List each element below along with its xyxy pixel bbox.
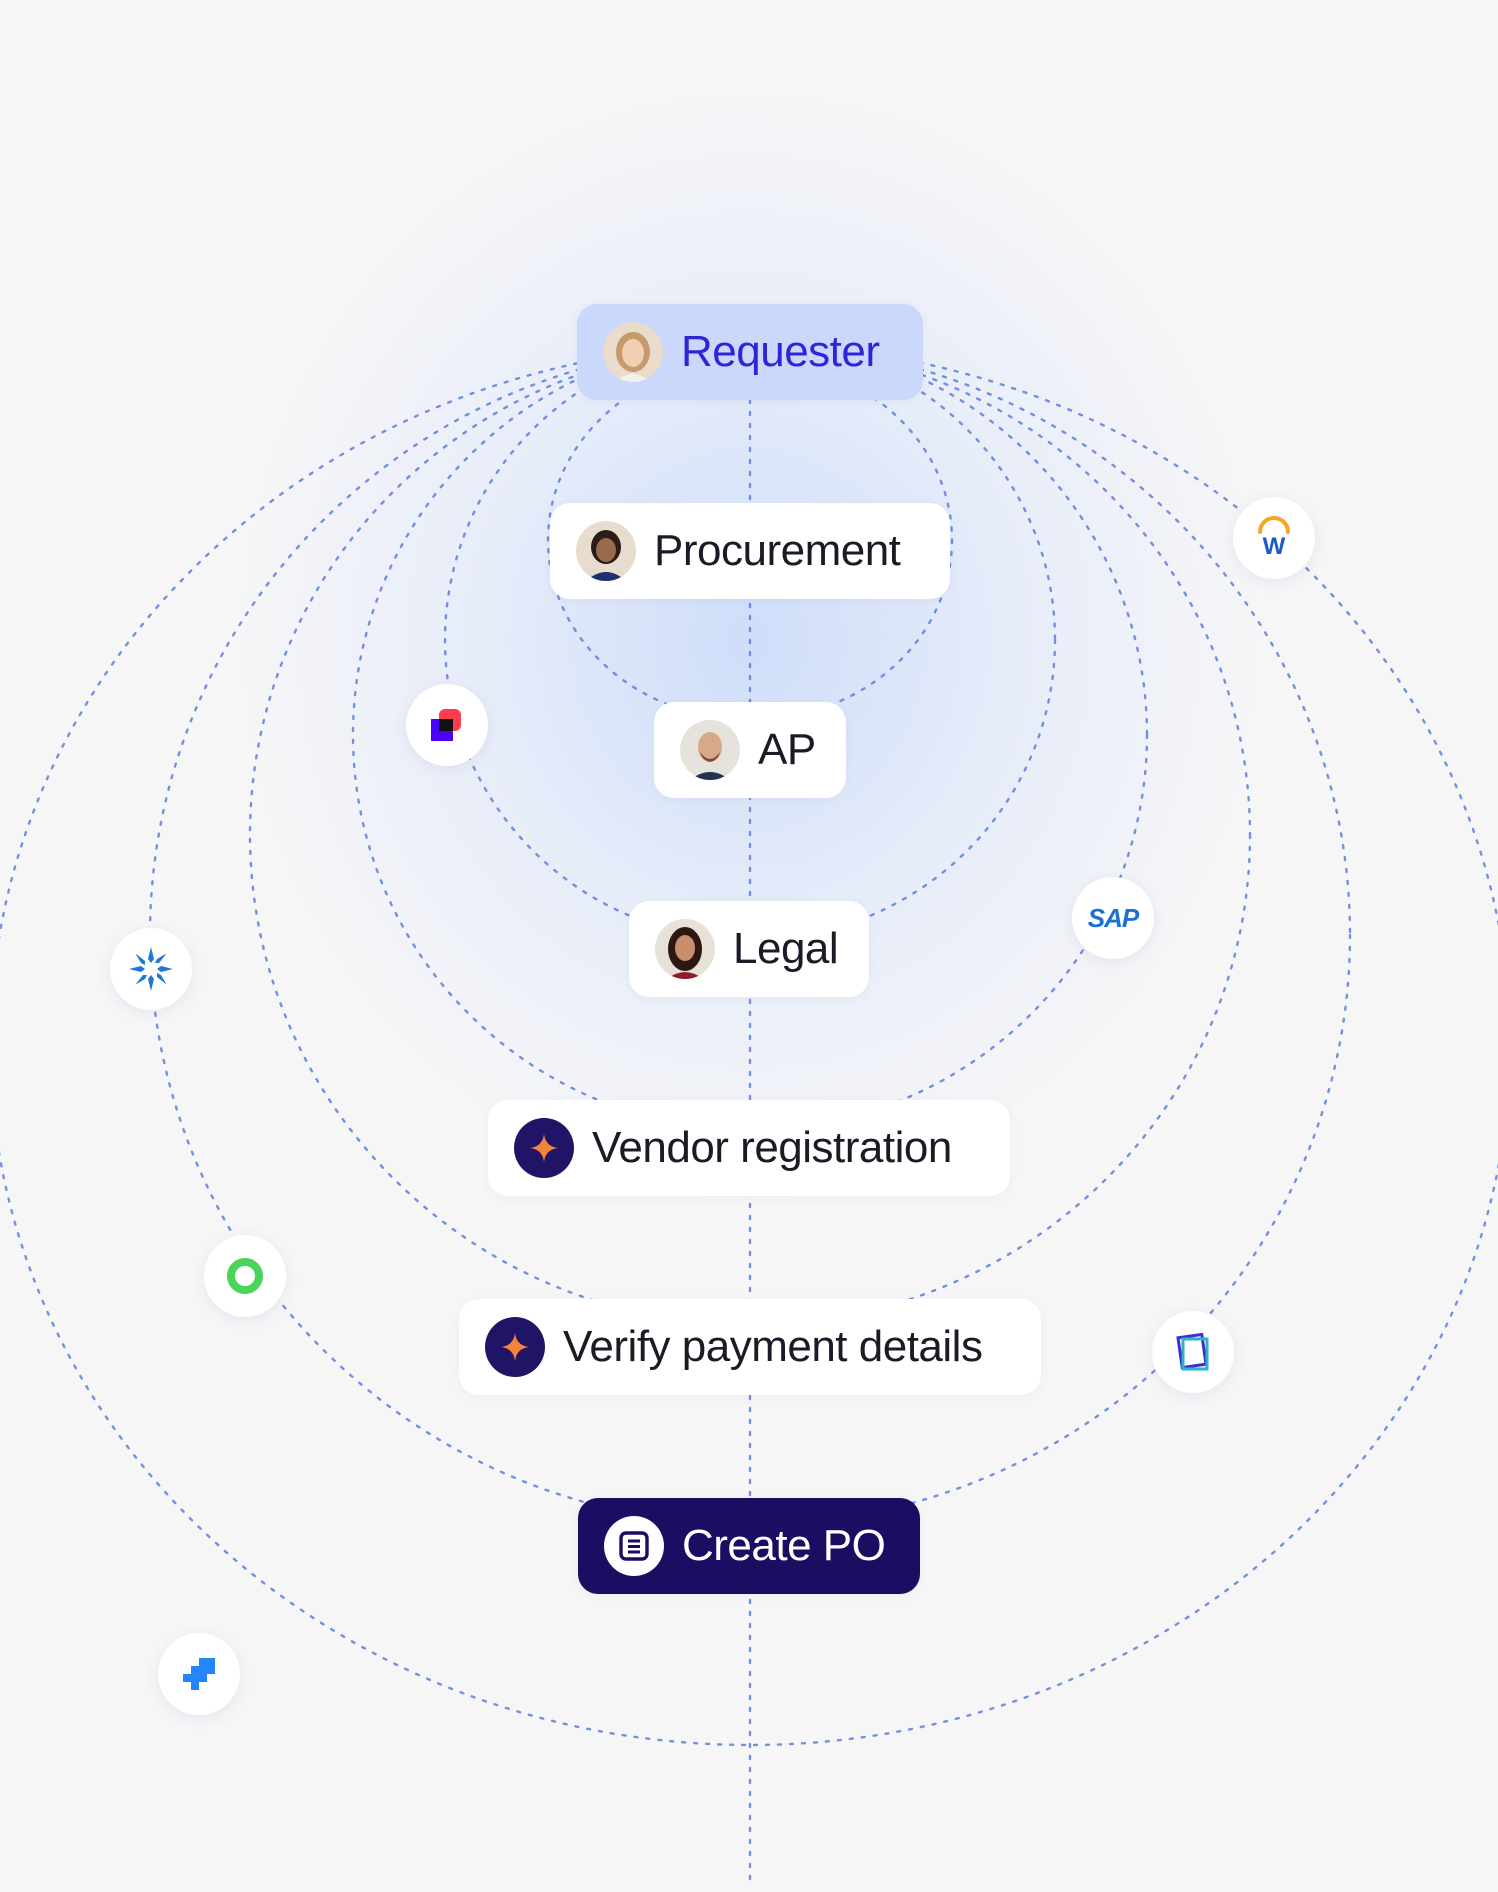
ai-sparkle-icon — [485, 1317, 545, 1377]
svg-text:W: W — [1263, 533, 1286, 560]
jira-logo — [158, 1633, 240, 1715]
step-ap[interactable]: AP — [654, 702, 846, 798]
procurement-avatar — [576, 521, 636, 581]
legal-avatar — [655, 919, 715, 979]
step-label: Legal — [733, 924, 838, 974]
ai-sparkle-icon — [514, 1118, 574, 1178]
step-label: AP — [758, 725, 816, 775]
notes-logo — [1152, 1311, 1234, 1393]
step-label: Verify payment details — [563, 1322, 982, 1372]
step-procurement[interactable]: Procurement — [550, 503, 950, 599]
step-label: Requester — [681, 327, 880, 377]
sap-logo: SAP — [1072, 877, 1154, 959]
docusign-logo — [406, 684, 488, 766]
step-requester[interactable]: Requester — [577, 304, 923, 400]
step-verify-payment-details[interactable]: Verify payment details — [459, 1299, 1041, 1395]
ap-avatar — [680, 720, 740, 780]
requester-avatar — [603, 322, 663, 382]
document-icon — [604, 1516, 664, 1576]
step-label: Procurement — [654, 526, 900, 576]
step-create-po[interactable]: Create PO — [578, 1498, 920, 1594]
step-label: Vendor registration — [592, 1123, 952, 1173]
step-label: Create PO — [682, 1521, 885, 1571]
green-ring-logo — [204, 1235, 286, 1317]
starburst-logo — [110, 928, 192, 1010]
workday-logo: W — [1233, 497, 1315, 579]
step-legal[interactable]: Legal — [629, 901, 869, 997]
step-vendor-registration[interactable]: Vendor registration — [488, 1100, 1010, 1196]
